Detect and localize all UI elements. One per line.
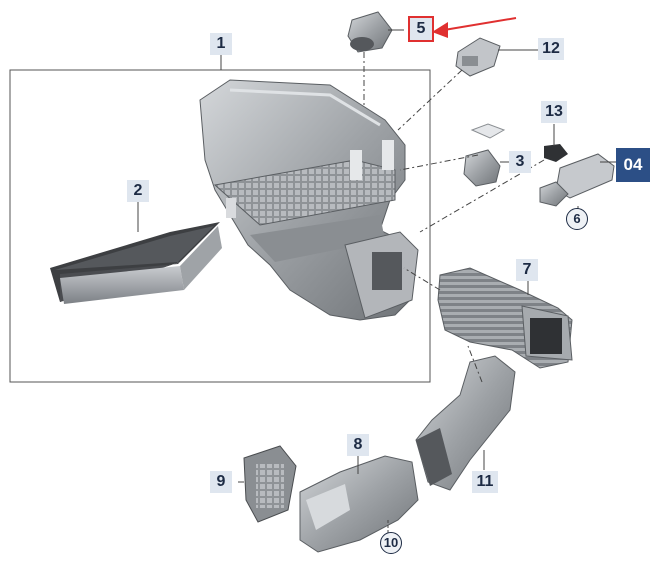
intake-grille	[243, 445, 297, 523]
callout-11: 11	[472, 471, 498, 493]
callout-1: 1	[210, 33, 232, 55]
callout-9: 9	[210, 471, 232, 493]
pressure-sensor	[455, 37, 501, 77]
callout-12: 12	[538, 38, 564, 60]
callout-3: 3	[509, 151, 531, 173]
air-duct	[415, 355, 516, 491]
air-filter-element	[50, 222, 222, 304]
holder-bracket	[539, 153, 615, 207]
callout-10: 10	[380, 532, 402, 554]
callout-6: 6	[566, 208, 588, 230]
mounting-clip	[463, 123, 506, 187]
mass-air-flow-sensor	[347, 11, 393, 53]
callout-5: 5	[408, 16, 434, 42]
plug	[544, 144, 568, 162]
callout-2: 2	[127, 180, 149, 202]
highlight-arrow	[432, 17, 517, 38]
callout-8: 8	[347, 434, 369, 456]
lower-air-duct	[299, 455, 419, 553]
callout-13: 13	[541, 101, 567, 123]
intake-silencer-housing	[199, 79, 419, 321]
callout-7: 7	[516, 259, 538, 281]
callout-04: 04	[616, 148, 650, 182]
intake-duct	[437, 267, 573, 369]
